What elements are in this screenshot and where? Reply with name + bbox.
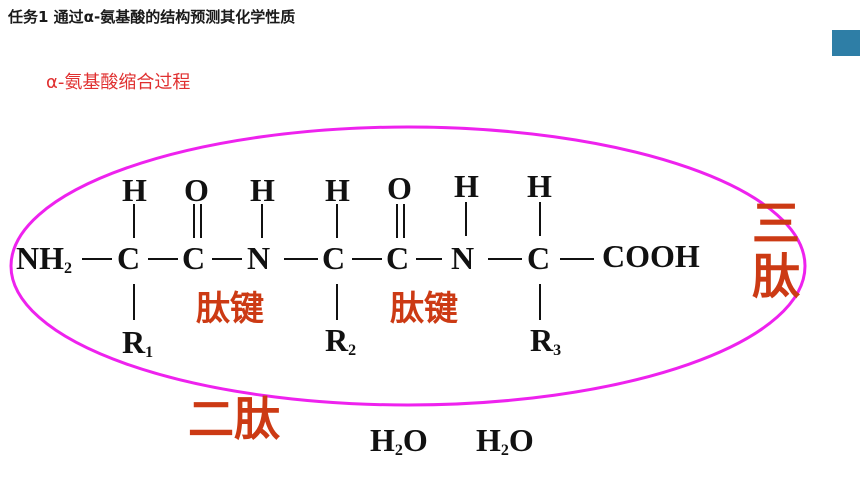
atom-c4: C bbox=[386, 240, 410, 276]
atom-h5: H bbox=[527, 168, 552, 204]
bond-c3-h3 bbox=[336, 204, 338, 238]
bond-c5-r3 bbox=[539, 284, 541, 320]
bond-c4-o2-b bbox=[403, 204, 405, 238]
bond-c1-c2 bbox=[148, 258, 178, 260]
group-r3: R3 bbox=[530, 322, 562, 359]
bond-nh2-c1 bbox=[82, 258, 112, 260]
bond-n1-h2 bbox=[261, 204, 263, 238]
bond-c4-o2-a bbox=[396, 204, 398, 238]
bond-c2-n1 bbox=[212, 258, 242, 260]
group-nh2: NH2 bbox=[16, 240, 72, 277]
bond-c2-o1-a bbox=[193, 204, 195, 238]
bond-c3-r2 bbox=[336, 284, 338, 320]
atom-c3: C bbox=[322, 240, 346, 276]
bond-c4-n2 bbox=[416, 258, 442, 260]
bond-c1-r1 bbox=[133, 284, 135, 320]
bond-n2-c5 bbox=[488, 258, 522, 260]
atom-h3: H bbox=[325, 172, 350, 208]
peptide-bond-label-1: 肽键 bbox=[196, 289, 264, 329]
bond-n1-c3 bbox=[284, 258, 318, 260]
atom-h2: H bbox=[250, 172, 275, 208]
corner-accent-box bbox=[832, 30, 860, 56]
water-1: H2O bbox=[370, 422, 428, 459]
bond-c2-o1-b bbox=[200, 204, 202, 238]
atom-c1: C bbox=[117, 240, 141, 276]
tripeptide-ellipse bbox=[9, 125, 807, 407]
group-r1: R1 bbox=[122, 324, 154, 361]
atom-o1: O bbox=[184, 172, 209, 208]
bond-c5-cooh bbox=[560, 258, 594, 260]
atom-h4: H bbox=[454, 168, 479, 204]
atom-h1: H bbox=[122, 172, 147, 208]
bond-c1-h1 bbox=[133, 204, 135, 238]
slide-title: 任务1 通过α-氨基酸的结构预测其化学性质 bbox=[8, 8, 296, 26]
bond-c3-c4 bbox=[352, 258, 382, 260]
bond-c5-h5 bbox=[539, 202, 541, 236]
atom-n1: N bbox=[247, 240, 271, 276]
bond-n2-h4 bbox=[465, 202, 467, 236]
tripeptide-label: 三肽 bbox=[752, 196, 801, 305]
water-2: H2O bbox=[476, 422, 534, 459]
group-r2: R2 bbox=[325, 322, 357, 359]
atom-n2: N bbox=[451, 240, 475, 276]
dipeptide-label: 二肽 bbox=[188, 392, 280, 446]
atom-c5: C bbox=[527, 240, 551, 276]
atom-o2: O bbox=[387, 170, 412, 206]
subtitle: α-氨基酸缩合过程 bbox=[46, 72, 191, 93]
group-cooh: COOH bbox=[602, 238, 700, 274]
atom-c2: C bbox=[182, 240, 206, 276]
peptide-bond-label-2: 肽键 bbox=[390, 289, 458, 329]
